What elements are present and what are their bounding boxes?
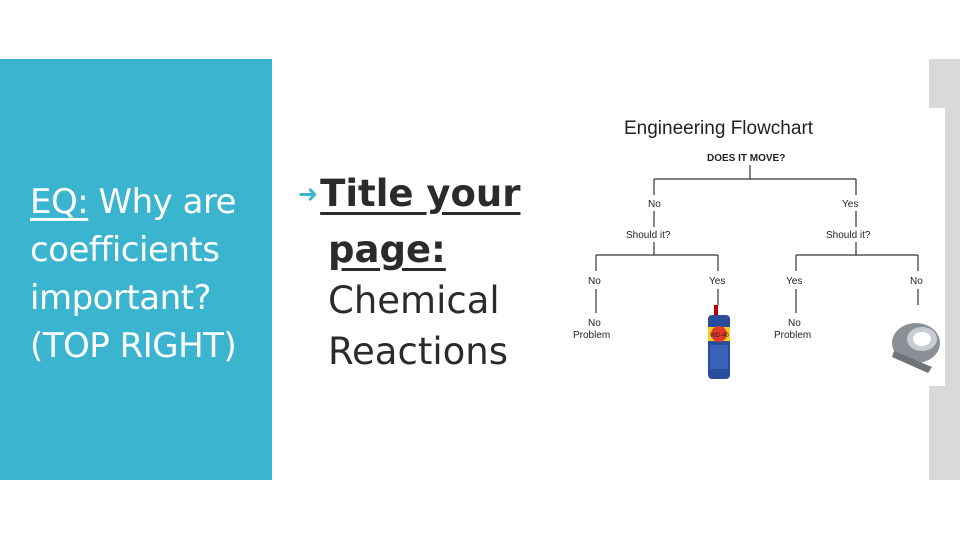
eq-line-4: (TOP RIGHT) (30, 326, 237, 366)
eq-panel (0, 59, 272, 480)
bullet-body-line-1: Chemical (328, 279, 500, 322)
left-no-label: No (588, 276, 601, 287)
left-yes-label: Yes (709, 276, 725, 287)
right-outcome-line1: No (788, 318, 801, 329)
bullet-arrow-icon: ➜ (298, 180, 319, 208)
eq-prefix: EQ: (30, 182, 89, 222)
bullet-body-line-2: Reactions (328, 330, 508, 373)
wd40-can-icon: WD-40 (708, 305, 730, 379)
essential-question: EQ: Why are coefficients important? (TOP… (30, 178, 270, 370)
bullet-line-1: ➜ Title your (298, 168, 578, 224)
eq-line-1-text: Why are (88, 182, 237, 222)
flowchart-title: Engineering Flowchart (624, 118, 814, 139)
bullet-title-text-2: page: (328, 228, 446, 271)
should-it-left: Should it? (626, 230, 671, 241)
eq-line-2: coefficients (30, 230, 220, 270)
eq-line-3: important? (30, 278, 212, 318)
instruction-bullet: ➜ Title your page: Chemical Reactions (298, 168, 578, 377)
engineering-flowchart: Engineering Flowchart DOES IT MOVE? No Y… (573, 118, 940, 379)
right-no-label: No (910, 276, 923, 287)
branch-no-label: No (648, 199, 661, 210)
left-outcome-line2: Problem (573, 330, 610, 341)
right-yes-label: Yes (786, 276, 802, 287)
left-outcome-line1: No (588, 318, 601, 329)
flowchart-question: DOES IT MOVE? (707, 153, 785, 164)
should-it-right: Should it? (826, 230, 871, 241)
can-label: WD-40 (710, 333, 729, 339)
eq-line-1: EQ: Why are (30, 178, 270, 226)
bullet-line-2: page: (298, 224, 578, 275)
right-outcome-line2: Problem (774, 330, 811, 341)
side-decoration-inner (929, 108, 945, 386)
branch-yes-label: Yes (842, 199, 858, 210)
duct-tape-icon (892, 323, 940, 373)
bullet-title-text: Title your (320, 172, 521, 215)
